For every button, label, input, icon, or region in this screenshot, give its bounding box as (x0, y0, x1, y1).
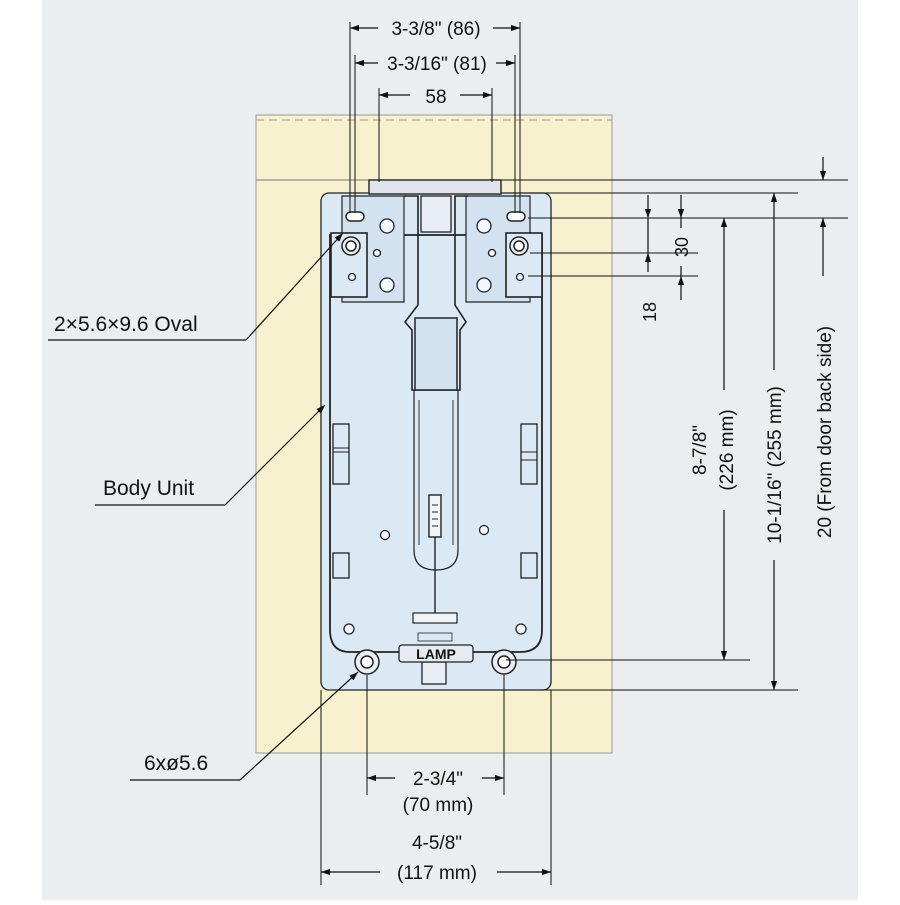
callout-body-unit: Body Unit (103, 477, 194, 500)
dim-top-inner: 58 (425, 87, 446, 108)
oval-slots (345, 211, 526, 222)
small-holes (343, 218, 527, 635)
brand-text: LAMP (416, 646, 456, 662)
dim-bottom-70: 2-3/4" (413, 769, 463, 790)
dim-right-18: 18 (640, 302, 660, 322)
callout-oval: 2×5.6×9.6 Oval (54, 313, 198, 336)
dim-bottom-70-mm: (70 mm) (403, 795, 474, 816)
mounting-holes (341, 236, 529, 675)
callout-holes: 6xø5.6 (144, 752, 208, 775)
dim-right-226-mm: (226 mm) (717, 409, 738, 490)
leader-lines (48, 232, 359, 781)
dim-bottom-117-mm: (117 mm) (397, 863, 477, 884)
dim-right-255: 10-1/16" (255 mm) (765, 386, 786, 544)
dim-bottom-117: 4-5/8" (412, 833, 462, 854)
dim-top-oval-pitch: 3-3/16" (81) (387, 54, 487, 75)
dim-right-30: 30 (672, 237, 692, 257)
extension-lines (320, 22, 848, 885)
dim-right-226: 8-7/8" (690, 425, 711, 475)
body-unit (320, 179, 552, 691)
dim-top-overall: 3-3/8" (86) (391, 19, 480, 40)
dimension-arrows (321, 24, 827, 876)
dim-right-20: 20 (From door back side) (815, 326, 836, 538)
brand-logo: LAMP (398, 632, 474, 663)
